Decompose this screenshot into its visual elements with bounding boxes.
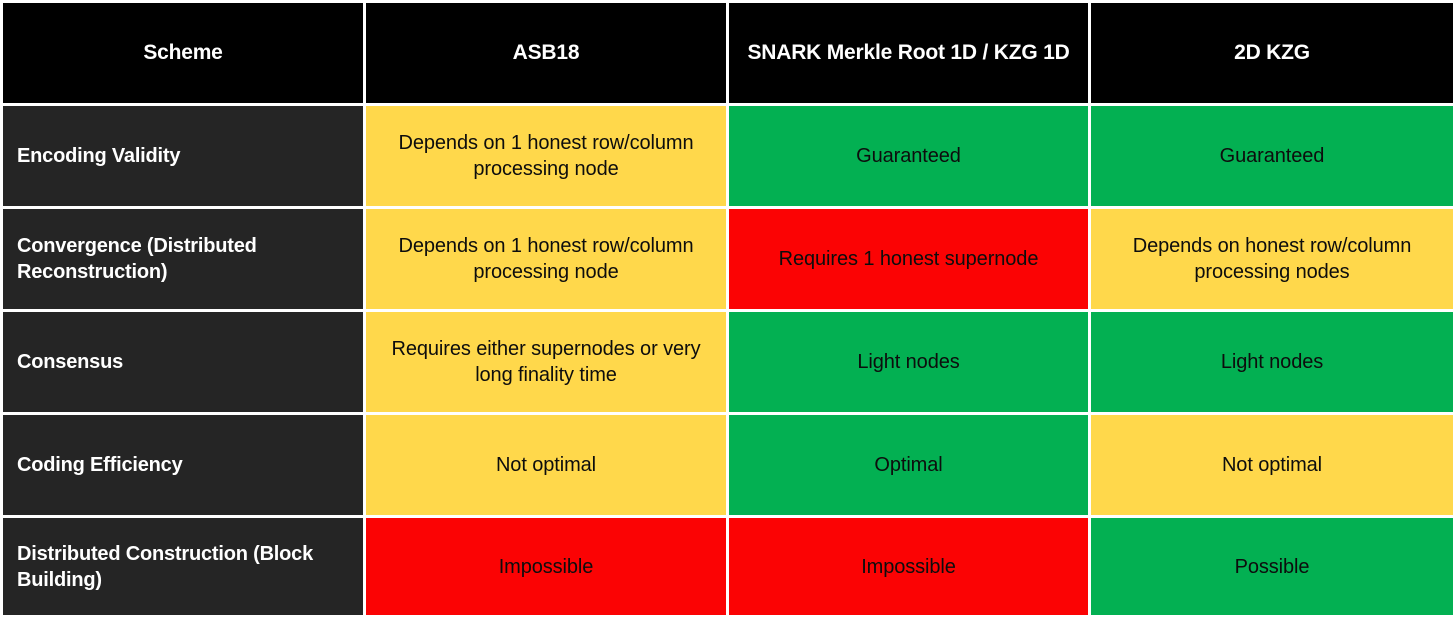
table-row: Encoding Validity Depends on 1 honest ro… [0, 103, 1456, 206]
cell-consensus-snark: Light nodes [726, 309, 1088, 412]
table-body: Encoding Validity Depends on 1 honest ro… [0, 103, 1456, 618]
cell-distributed-construction-snark: Impossible [726, 515, 1088, 618]
header-row: Scheme ASB18 SNARK Merkle Root 1D / KZG … [0, 0, 1456, 103]
table-header: Scheme ASB18 SNARK Merkle Root 1D / KZG … [0, 0, 1456, 103]
row-header-encoding-validity: Encoding Validity [0, 103, 363, 206]
row-header-distributed-construction: Distributed Construction (Block Building… [0, 515, 363, 618]
cell-coding-efficiency-snark: Optimal [726, 412, 1088, 515]
column-header-2d-kzg: 2D KZG [1088, 0, 1456, 103]
table-row: Distributed Construction (Block Building… [0, 515, 1456, 618]
table-row: Consensus Requires either supernodes or … [0, 309, 1456, 412]
column-header-asb18: ASB18 [363, 0, 726, 103]
cell-encoding-validity-snark: Guaranteed [726, 103, 1088, 206]
cell-consensus-asb18: Requires either supernodes or very long … [363, 309, 726, 412]
cell-distributed-construction-asb18: Impossible [363, 515, 726, 618]
cell-coding-efficiency-asb18: Not optimal [363, 412, 726, 515]
table-row: Coding Efficiency Not optimal Optimal No… [0, 412, 1456, 515]
cell-convergence-asb18: Depends on 1 honest row/column processin… [363, 206, 726, 309]
cell-distributed-construction-2d-kzg: Possible [1088, 515, 1456, 618]
cell-encoding-validity-asb18: Depends on 1 honest row/column processin… [363, 103, 726, 206]
row-header-consensus: Consensus [0, 309, 363, 412]
column-header-scheme: Scheme [0, 0, 363, 103]
cell-coding-efficiency-2d-kzg: Not optimal [1088, 412, 1456, 515]
row-header-coding-efficiency: Coding Efficiency [0, 412, 363, 515]
cell-convergence-snark: Requires 1 honest supernode [726, 206, 1088, 309]
column-header-snark-merkle-root-1d-kzg-1d: SNARK Merkle Root 1D / KZG 1D [726, 0, 1088, 103]
row-header-convergence: Convergence (Distributed Reconstruction) [0, 206, 363, 309]
cell-convergence-2d-kzg: Depends on honest row/column processing … [1088, 206, 1456, 309]
cell-consensus-2d-kzg: Light nodes [1088, 309, 1456, 412]
table-row: Convergence (Distributed Reconstruction)… [0, 206, 1456, 309]
cell-encoding-validity-2d-kzg: Guaranteed [1088, 103, 1456, 206]
